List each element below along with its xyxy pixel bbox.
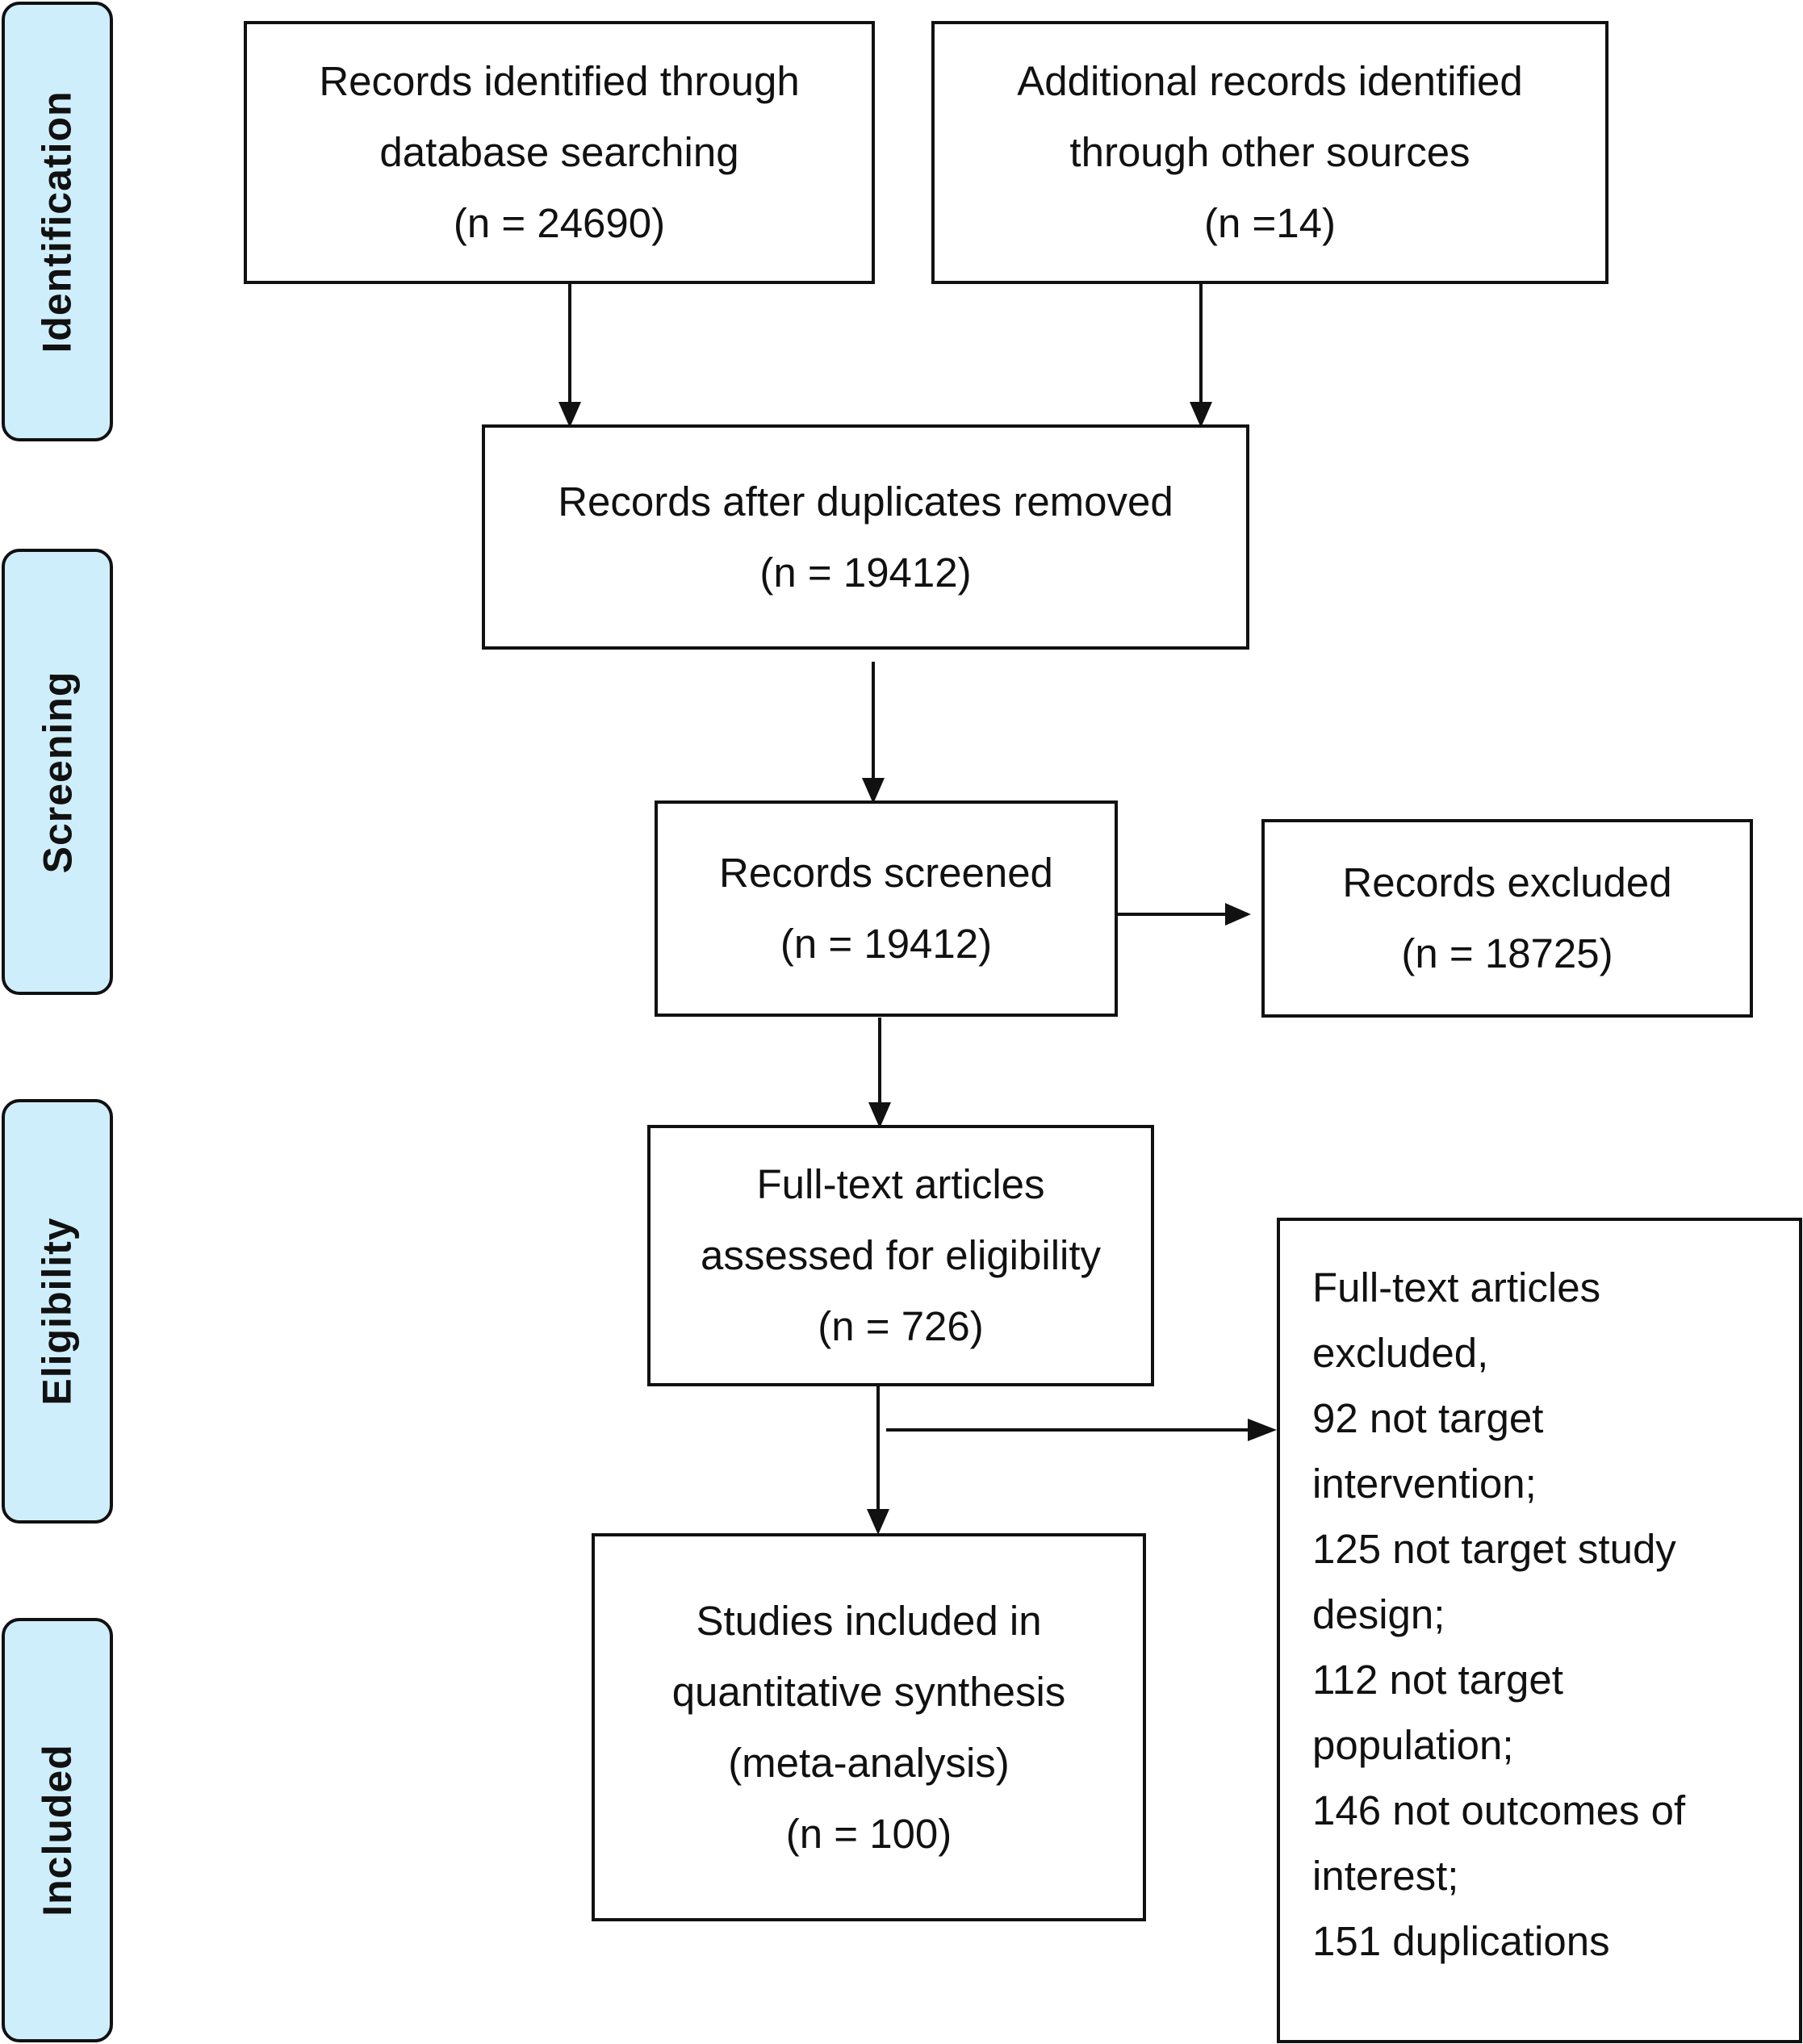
box-database-records: Records identified through database sear… xyxy=(244,21,875,284)
box-records-screened: Records screened (n = 19412) xyxy=(655,800,1118,1017)
box-line: (n = 19412) xyxy=(759,549,972,596)
box-line: Records after duplicates removed xyxy=(558,478,1173,525)
box-studies-included: Studies included in quantitative synthes… xyxy=(592,1533,1146,1921)
box-line: Records screened xyxy=(719,850,1053,896)
box-fulltext-assessed: Full-text articles assessed for eligibil… xyxy=(647,1125,1154,1386)
box-line: 112 not target xyxy=(1312,1657,1563,1703)
arrowhead xyxy=(868,1102,891,1128)
arrowhead xyxy=(1190,402,1212,428)
phase-eligibility: Eligibility xyxy=(2,1099,113,1524)
box-line: (n =14) xyxy=(1203,200,1336,246)
box-line: Studies included in xyxy=(696,1597,1042,1644)
box-line: intervention; xyxy=(1312,1461,1537,1507)
box-line: 151 duplications xyxy=(1312,1918,1610,1964)
box-line: through other sources xyxy=(1069,129,1470,175)
box-line: (meta-analysis) xyxy=(728,1739,1010,1786)
box-line: Full-text articles xyxy=(756,1161,1045,1207)
box-line: design; xyxy=(1312,1591,1445,1637)
box-after-duplicates: Records after duplicates removed (n = 19… xyxy=(482,424,1249,650)
box-line: Records excluded xyxy=(1342,859,1672,905)
arrowhead xyxy=(1225,903,1251,926)
arrowhead xyxy=(867,1509,889,1535)
box-line: population; xyxy=(1312,1722,1514,1768)
arrowhead xyxy=(1248,1419,1277,1441)
box-line: 146 not outcomes of xyxy=(1312,1787,1686,1833)
box-line: excluded, xyxy=(1312,1330,1489,1376)
box-line: interest; xyxy=(1312,1853,1459,1899)
box-line: 125 not target study xyxy=(1312,1526,1676,1572)
box-line: (n = 24690) xyxy=(453,200,666,246)
box-line: quantitative synthesis xyxy=(671,1668,1066,1715)
box-line: assessed for eligibility xyxy=(700,1232,1102,1278)
phase-screening: Screening xyxy=(2,549,113,995)
arrowhead xyxy=(862,778,885,804)
box-fulltext-excluded: Full-text articles excluded, 92 not targ… xyxy=(1277,1218,1802,2043)
phase-identification: Identification xyxy=(2,2,113,441)
box-line: 92 not target xyxy=(1312,1395,1544,1441)
box-line: (n = 19412) xyxy=(780,921,993,967)
box-line: database searching xyxy=(379,129,739,175)
box-line: (n = 18725) xyxy=(1401,930,1613,976)
phase-included: Included xyxy=(2,1618,113,2042)
box-records-excluded: Records excluded (n = 18725) xyxy=(1261,819,1753,1018)
box-line: (n = 100) xyxy=(785,1810,952,1857)
box-line: Additional records identified xyxy=(1017,58,1523,104)
arrowhead xyxy=(558,402,581,428)
box-line: Records identified through xyxy=(319,58,800,104)
box-line: (n = 726) xyxy=(818,1303,984,1349)
box-other-sources: Additional records identified through ot… xyxy=(931,21,1608,284)
box-line: Full-text articles xyxy=(1312,1264,1601,1310)
